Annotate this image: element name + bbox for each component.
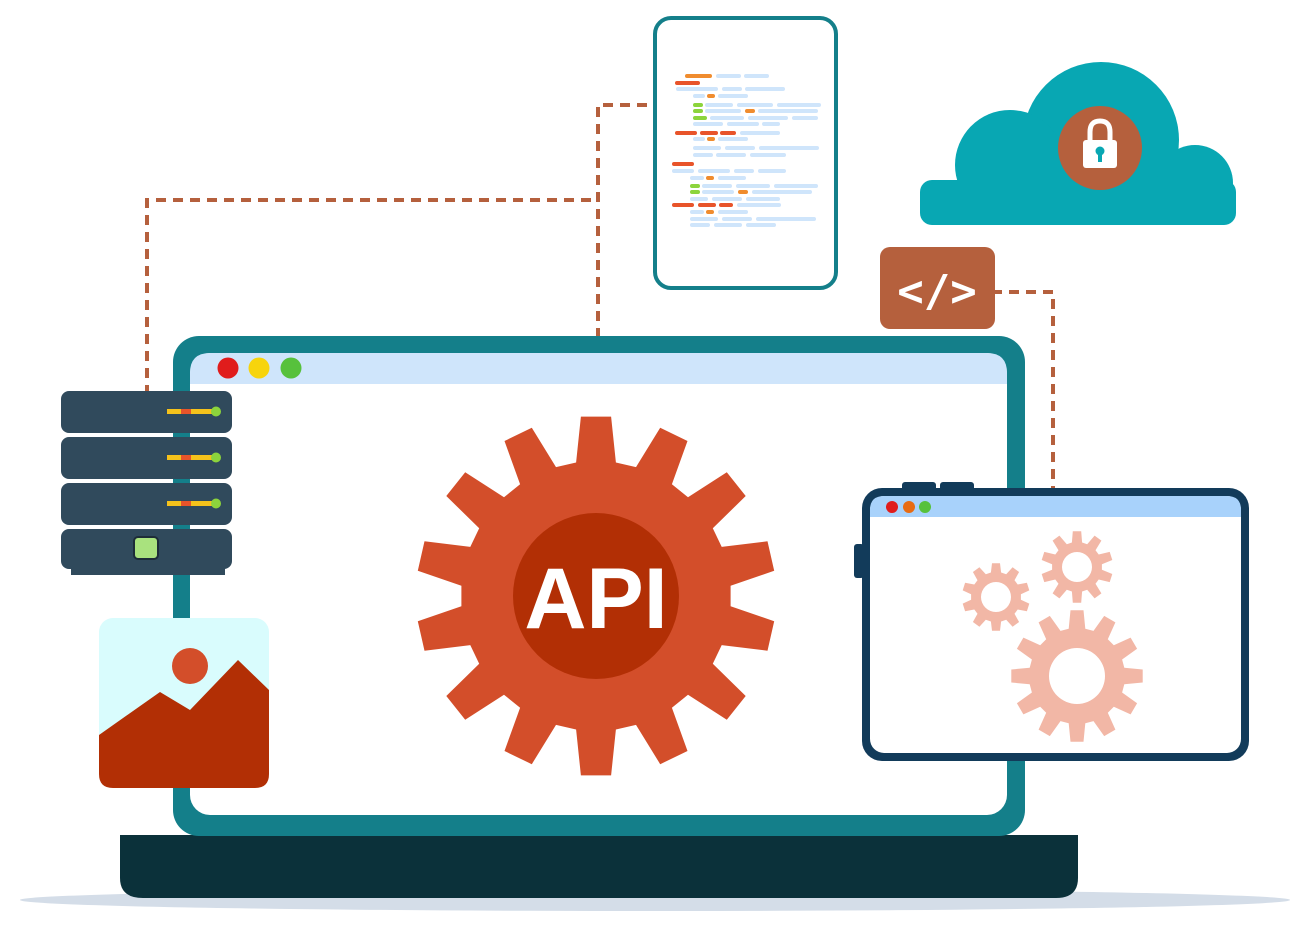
code-line — [758, 109, 818, 113]
code-line — [700, 131, 718, 135]
code-line — [719, 203, 733, 207]
code-line — [774, 184, 818, 188]
code-line — [693, 146, 721, 150]
small-gear-icon — [1011, 610, 1143, 742]
dashed-connectors — [145, 103, 1055, 490]
code-line — [690, 197, 708, 201]
lock-icon — [1058, 106, 1142, 190]
code-line — [705, 103, 733, 107]
code-line — [792, 116, 818, 120]
small-gear-icon — [962, 563, 1030, 631]
code-line — [725, 146, 755, 150]
code-tag-icon: </> — [880, 247, 995, 329]
code-line — [690, 184, 700, 188]
code-line — [720, 131, 736, 135]
code-line — [707, 94, 715, 98]
connector-codetag-to-window — [992, 290, 1055, 490]
code-line — [675, 81, 700, 85]
code-line — [698, 169, 730, 173]
code-line — [702, 190, 734, 194]
code-line — [693, 94, 705, 98]
code-line — [722, 87, 742, 91]
code-line — [690, 210, 704, 214]
code-line — [690, 223, 710, 227]
cloud-icon — [920, 62, 1236, 225]
code-document-icon — [653, 16, 838, 290]
code-line — [690, 190, 700, 194]
browser-titlebar — [190, 353, 1007, 384]
settings-window — [854, 482, 1249, 761]
code-line — [762, 122, 780, 126]
code-line — [690, 217, 718, 221]
window-close-dot — [217, 357, 239, 379]
laptop-base — [120, 826, 1078, 898]
code-line — [693, 103, 703, 107]
code-line — [738, 190, 748, 194]
code-line — [672, 203, 694, 207]
code-line — [672, 162, 694, 166]
code-line — [734, 169, 754, 173]
code-line — [722, 217, 752, 221]
code-line — [672, 169, 694, 173]
code-line — [705, 109, 741, 113]
code-line — [736, 184, 770, 188]
gear-icon: API — [417, 416, 775, 776]
small-gear-icon — [1041, 531, 1113, 603]
code-line — [737, 203, 781, 207]
code-line — [756, 217, 816, 221]
code-line — [712, 197, 742, 201]
code-line — [693, 109, 703, 113]
server-icon — [61, 391, 232, 575]
small-window-maximize-dot — [919, 501, 931, 513]
small-window-close-dot — [886, 501, 898, 513]
code-line — [693, 122, 723, 126]
code-line — [693, 137, 705, 141]
code-line — [744, 74, 769, 78]
code-line — [693, 153, 713, 157]
code-line — [716, 74, 741, 78]
code-line — [714, 223, 742, 227]
gear-center — [513, 513, 679, 679]
code-line — [690, 176, 704, 180]
code-line — [716, 153, 746, 157]
code-line — [759, 146, 819, 150]
code-line — [750, 153, 786, 157]
connector-laptop-to-document — [596, 103, 652, 338]
window-minimize-dot — [248, 357, 270, 379]
code-line — [707, 137, 715, 141]
code-line — [698, 203, 716, 207]
code-line — [748, 116, 788, 120]
code-line — [710, 116, 744, 120]
code-line — [777, 103, 821, 107]
code-line — [685, 74, 712, 78]
api-label: API — [524, 551, 667, 647]
image-icon — [99, 618, 269, 788]
server-leds — [167, 406, 221, 509]
window-maximize-dot — [280, 357, 302, 379]
code-line — [746, 223, 776, 227]
code-line — [746, 197, 780, 201]
code-line — [752, 190, 812, 194]
code-line — [737, 103, 773, 107]
code-tag-label: </> — [897, 266, 976, 317]
small-window-minimize-dot — [903, 501, 915, 513]
connector-server-to-document — [145, 198, 598, 395]
code-line — [745, 109, 755, 113]
server-power-button — [133, 536, 159, 560]
code-line — [718, 176, 746, 180]
code-line — [745, 87, 785, 91]
code-line — [740, 131, 780, 135]
code-line — [718, 94, 748, 98]
code-line — [693, 116, 707, 120]
code-line — [706, 176, 714, 180]
code-line — [727, 122, 759, 126]
code-line — [758, 169, 786, 173]
code-line — [718, 137, 748, 141]
code-line — [676, 87, 718, 91]
code-line — [675, 131, 697, 135]
code-line — [706, 210, 714, 214]
code-line — [718, 210, 748, 214]
code-line — [702, 184, 732, 188]
